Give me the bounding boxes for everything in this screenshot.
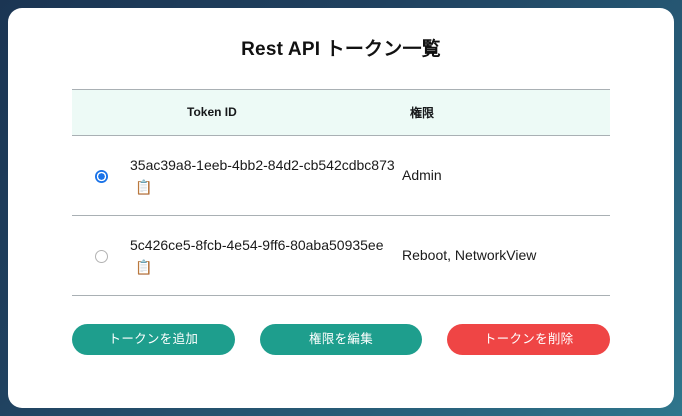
action-button-bar: トークンを追加 権限を編集 トークンを削除 <box>72 323 611 355</box>
column-header-permission: 権限 <box>402 88 610 136</box>
table-row[interactable]: 35ac39a8-1eeb-4bb2-84d2-cb542cdbc873 📋 Ad… <box>72 135 610 216</box>
edit-permission-button[interactable]: 権限を編集 <box>259 323 423 355</box>
token-id-text-2: 5c426ce5-8fcb-4e54-9ff6-80aba50935ee <box>130 236 384 253</box>
permission-cell-1: Admin <box>402 135 610 216</box>
column-header-token-id: Token ID <box>130 88 402 136</box>
radio-button-token-1[interactable] <box>94 169 108 183</box>
column-header-select <box>72 88 130 136</box>
row-select-cell[interactable] <box>72 135 130 216</box>
delete-token-button[interactable]: トークンを削除 <box>447 323 611 355</box>
table-header: Token ID 権限 <box>72 88 610 136</box>
token-id-cell-1: 35ac39a8-1eeb-4bb2-84d2-cb542cdbc873 📋 <box>130 135 402 216</box>
table-body: 35ac39a8-1eeb-4bb2-84d2-cb542cdbc873 📋 Ad… <box>72 135 610 296</box>
token-list-card: Rest API トークン一覧 Token ID 権限 35ac39a8-1ee… <box>8 8 674 408</box>
token-id-text-1: 35ac39a8-1eeb-4bb2-84d2-cb542cdbc873 <box>130 156 395 173</box>
row-select-cell[interactable] <box>72 215 130 296</box>
permission-cell-2: Reboot, NetworkView <box>402 215 610 296</box>
token-id-cell-2: 5c426ce5-8fcb-4e54-9ff6-80aba50935ee 📋 <box>130 215 402 296</box>
radio-button-token-2[interactable] <box>94 249 108 263</box>
table-header-row: Token ID 権限 <box>72 88 610 136</box>
table-row[interactable]: 5c426ce5-8fcb-4e54-9ff6-80aba50935ee 📋 Re… <box>72 215 610 296</box>
add-token-button[interactable]: トークンを追加 <box>72 323 235 355</box>
clipboard-icon[interactable]: 📋 <box>135 179 153 196</box>
token-table: Token ID 権限 35ac39a8-1eeb-4bb2-84d2-cb54… <box>72 88 610 296</box>
page-title: Rest API トークン一覧 <box>241 39 441 60</box>
token-table-container: Token ID 権限 35ac39a8-1eeb-4bb2-84d2-cb54… <box>72 88 610 296</box>
clipboard-icon[interactable]: 📋 <box>135 259 153 276</box>
